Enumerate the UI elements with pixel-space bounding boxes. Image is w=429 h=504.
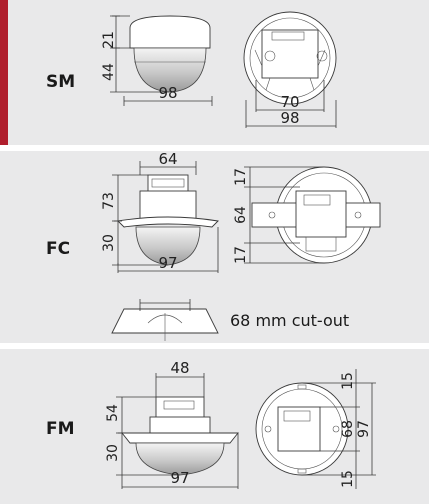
fm-top-view: 15 68 97 15 — [255, 369, 376, 489]
fc-dim-top-width: 64 — [158, 151, 177, 168]
sm-dim-dome-height: 44 — [101, 63, 117, 81]
fc-dim-gap-bottom: 17 — [233, 246, 249, 264]
fc-dim-dome-height: 30 — [101, 234, 117, 252]
panel-fc: FC 64 73 30 97 — [0, 151, 429, 343]
sm-dim-plate-width: 98 — [280, 109, 299, 127]
fc-dim-dome-width: 97 — [158, 254, 177, 272]
sm-dim-top-height: 21 — [101, 31, 117, 49]
fc-side-view: 64 73 30 97 — [101, 151, 219, 273]
fc-dim-gap-top: 17 — [233, 168, 249, 186]
fm-dim-body-height: 54 — [105, 404, 121, 422]
sm-top-view: 70 98 — [243, 11, 337, 128]
fm-dim-top-width: 48 — [170, 359, 189, 377]
sm-drawing: 21 44 98 70 98 — [101, 11, 337, 128]
fm-dim-gap-bottom: 15 — [340, 470, 356, 488]
panel-label-sm: SM — [46, 72, 76, 92]
sm-side-view: 21 44 98 — [101, 15, 213, 106]
fc-cutout-note: 68 mm cut-out — [230, 311, 350, 330]
panel-label-fm: FM — [46, 419, 75, 439]
fm-dim-gap-top: 15 — [340, 372, 356, 390]
sm-dim-side-width: 98 — [158, 84, 177, 102]
fm-drawing: 48 54 30 97 15 68 97 15 — [105, 359, 376, 489]
sm-dim-mount-width: 70 — [280, 93, 299, 111]
accent-bar — [0, 0, 8, 145]
panel-fm: FM 48 54 30 97 — [0, 349, 429, 504]
fc-dim-body-height: 73 — [101, 192, 117, 210]
fc-dim-plate-height: 64 — [233, 206, 249, 224]
fm-dim-dome-height: 30 — [105, 444, 121, 462]
fc-top-view: 17 64 17 — [233, 166, 381, 264]
fm-dim-plate-height: 68 — [340, 420, 356, 438]
panel-label-fc: FC — [46, 239, 71, 259]
panel-sm: SM 21 44 98 — [0, 0, 429, 145]
fm-dim-total-height: 97 — [356, 420, 372, 438]
fm-side-view: 48 54 30 97 — [105, 359, 239, 489]
fc-drawing: 64 73 30 97 17 64 17 — [101, 151, 381, 341]
fc-cutout-view — [111, 299, 219, 341]
fm-dim-dome-width: 97 — [170, 469, 189, 487]
